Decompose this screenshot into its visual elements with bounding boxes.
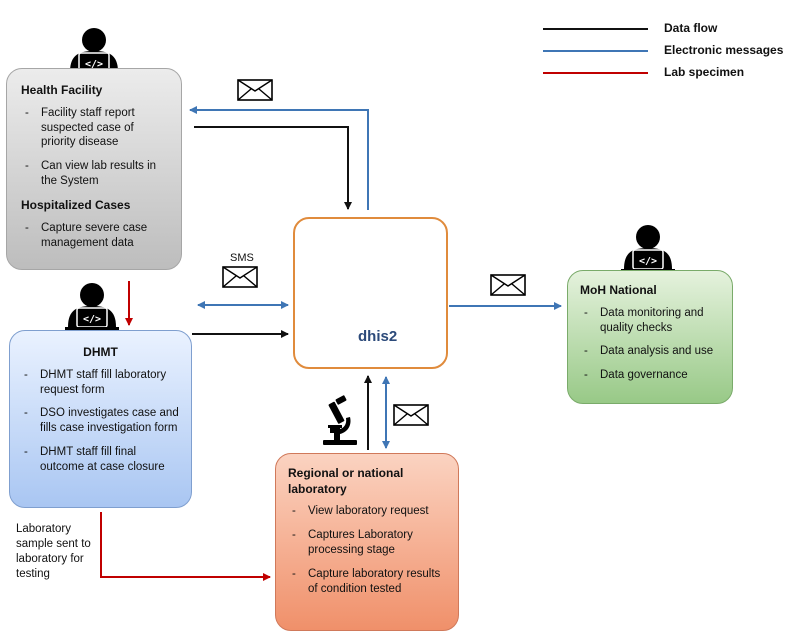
laboratory-box: Regional or national laboratory View lab… xyxy=(275,453,459,631)
lab-sample-note: Laboratory sample sent to laboratory for… xyxy=(16,523,91,580)
hospitalized-cases-title: Hospitalized Cases xyxy=(21,198,131,213)
envelope-icon-lab xyxy=(393,404,429,426)
laboratory-item: Capture laboratory results of condition … xyxy=(288,567,448,597)
dhmt-item: DHMT staff fill final outcome at case cl… xyxy=(20,445,181,475)
laboratory-item: View laboratory request xyxy=(288,504,448,519)
moh-item: Data governance xyxy=(580,368,722,383)
health-facility-title: Health Facility xyxy=(21,83,103,97)
laboratory-title: Regional or national laboratory xyxy=(288,466,404,496)
envelope-icon-hf xyxy=(237,79,273,101)
moh-title: MoH National xyxy=(580,283,657,297)
health-facility-item: Facility staff report suspected case of … xyxy=(21,106,171,151)
arrow-dhmt-to-lab-specimen xyxy=(100,512,271,581)
legend-lab-specimen: Lab specimen xyxy=(664,65,745,79)
envelope-icon-moh xyxy=(490,274,526,296)
laboratory-item: Captures Laboratory processing stage xyxy=(288,528,448,558)
legend-data-flow: Data flow xyxy=(664,21,718,35)
moh-national-box: MoH National Data monitoring and quality… xyxy=(567,270,733,404)
microscope-icon xyxy=(323,395,357,445)
arrow-hf-to-center-data xyxy=(194,126,352,210)
hospitalized-cases-item: Capture severe case management data xyxy=(21,221,171,251)
dhmt-title: DHMT xyxy=(83,345,118,359)
dhis2-logo-text: dhis2 xyxy=(358,328,398,345)
dhis2-central-system xyxy=(293,217,448,369)
health-facility-box: Health Facility Facility staff report su… xyxy=(6,68,182,270)
envelope-icon-sms xyxy=(222,266,258,288)
dhmt-item: DSO investigates case and fills case inv… xyxy=(20,406,181,436)
arrow-center-to-hf-message xyxy=(189,106,369,210)
user-laptop-icon-dhmt xyxy=(64,282,120,331)
dhmt-item: DHMT staff fill laboratory request form xyxy=(20,368,181,398)
moh-item: Data monitoring and quality checks xyxy=(580,306,722,336)
moh-item: Data analysis and use xyxy=(580,344,722,359)
sms-label: SMS xyxy=(230,252,254,264)
health-facility-item: Can view lab results in the System xyxy=(21,159,171,189)
user-laptop-icon-moh xyxy=(620,224,676,273)
legend-electronic-messages: Electronic messages xyxy=(664,43,784,57)
dhmt-box: DHMT DHMT staff fill laboratory request … xyxy=(9,330,192,508)
